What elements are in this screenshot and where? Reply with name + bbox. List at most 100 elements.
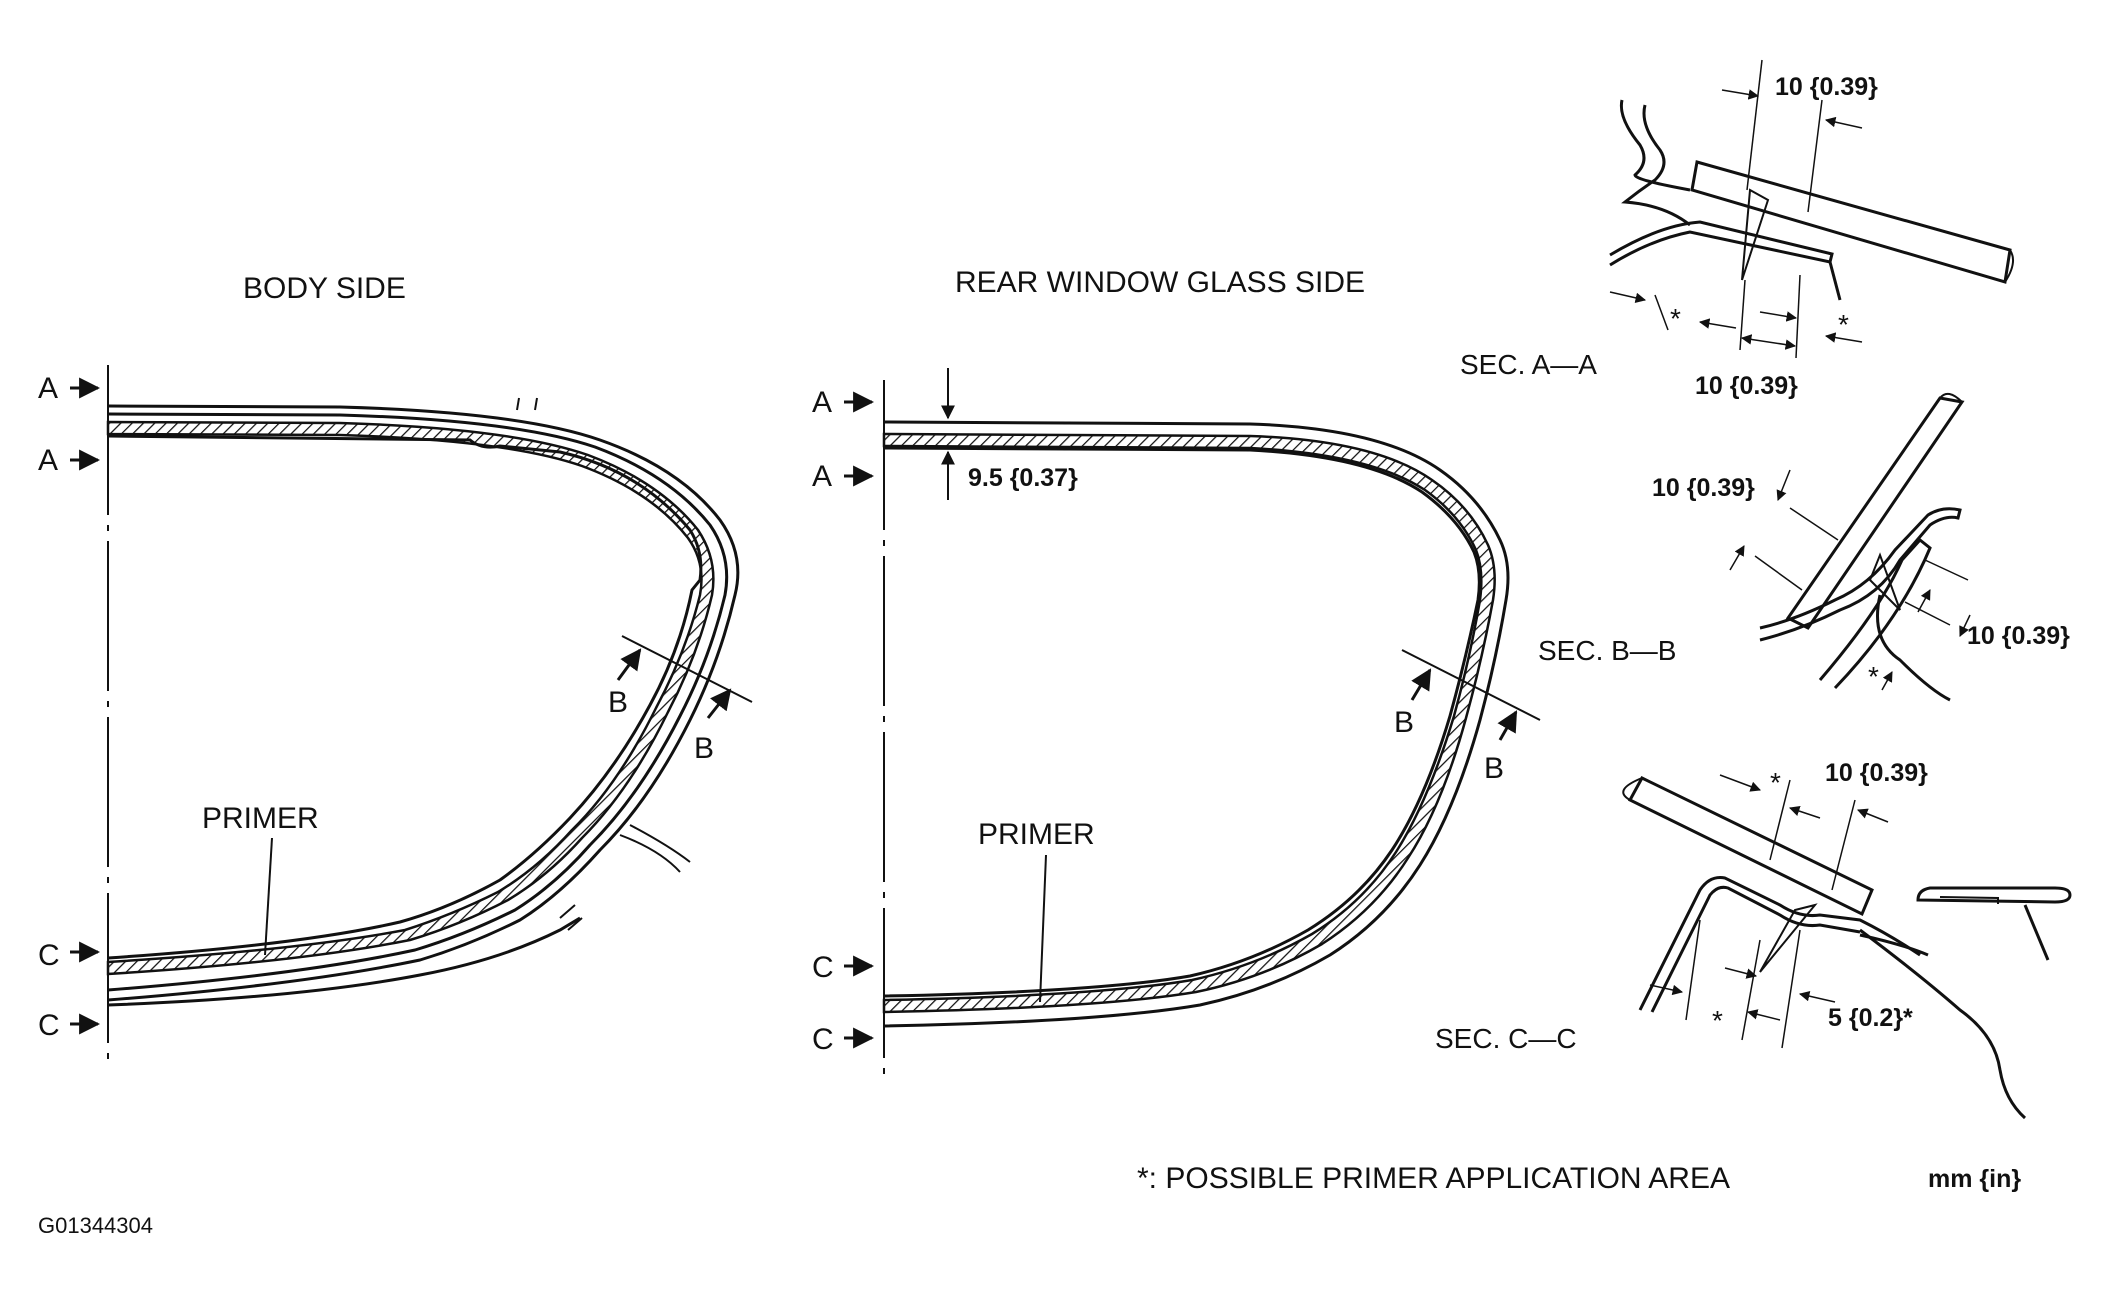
section-b-ext-2 — [1754, 555, 1803, 591]
section-a-ext-2 — [1807, 99, 1823, 213]
section-c-ext-2 — [1831, 799, 1856, 891]
body-b-arrow-left — [616, 648, 642, 681]
glass-primer-label: PRIMER — [978, 818, 1095, 851]
glass-c-mark-bottom: C — [812, 1023, 834, 1056]
body-top-ticks — [516, 397, 538, 411]
section-b-body — [1759, 507, 1962, 642]
section-b-body-3 — [1876, 594, 1951, 702]
section-c-clip-detail — [1939, 896, 1999, 904]
section-c-dim-top: 10 {0.39} — [1825, 759, 1928, 787]
section-b-ext-1 — [1789, 507, 1839, 541]
glass-side-title: REAR WINDOW GLASS SIDE — [955, 266, 1365, 299]
section-c-star-arrow-1 — [1649, 984, 1684, 996]
body-inner-line — [107, 412, 729, 992]
section-a-body-curve — [1621, 104, 1691, 227]
glass-inner-line — [883, 446, 1481, 998]
section-c-body-lip — [1859, 933, 1929, 957]
body-b-mark-right: B — [694, 732, 714, 765]
glass-outer-line — [883, 420, 1510, 1028]
section-b-star: * — [1868, 661, 1879, 692]
section-a-flange — [1609, 220, 1834, 267]
section-a-urethane — [1741, 188, 1770, 281]
body-lower-line — [107, 916, 581, 1007]
glass-b-arrow-right — [1497, 710, 1518, 741]
section-c-title: SEC. C—C — [1435, 1023, 1577, 1054]
section-c-ext-1 — [1769, 779, 1791, 861]
section-a-ext-4 — [1795, 274, 1801, 359]
section-a-ext-1 — [1746, 59, 1763, 191]
glass-c-mark-top: C — [812, 951, 834, 984]
section-a-star-1: * — [1670, 303, 1681, 334]
section-b-title: SEC. B—B — [1538, 635, 1676, 666]
glass-b-mark-left: B — [1394, 706, 1414, 739]
figure-id: G01344304 — [38, 1213, 153, 1238]
section-c-urethane — [1759, 903, 1818, 973]
body-side-drawing: BODY SIDE A A C C B B PRIMER — [38, 272, 753, 1060]
units-label: mm {in} — [1928, 1165, 2021, 1193]
section-b-body-2 — [1818, 537, 1932, 690]
section-a-star-arrow-2 — [1698, 318, 1737, 329]
section-a-star-arrow-1 — [1609, 291, 1647, 304]
section-b-dim-left: 10 {0.39} — [1652, 474, 1755, 502]
legend-note: *: POSSIBLE PRIMER APPLICATION AREA — [1137, 1162, 1730, 1195]
body-primer-leader — [264, 837, 273, 956]
glass-b-arrow-left — [1410, 668, 1432, 701]
section-a-dim-top: 10 {0.39} — [1775, 73, 1878, 101]
section-a-star-arrow-3 — [1759, 311, 1798, 322]
section-b-dim-arrow-3 — [1917, 589, 1931, 613]
glass-primer-band — [882, 432, 1496, 1014]
body-bracket — [619, 824, 691, 873]
section-c-glass — [1627, 776, 1874, 917]
section-c-dim-arrow-4 — [1724, 967, 1758, 979]
section-b-glass — [1785, 396, 1965, 630]
section-c-star-top: * — [1770, 767, 1781, 798]
section-c-star-bottom: * — [1712, 1005, 1723, 1036]
section-b-ext-3 — [1924, 559, 1969, 581]
body-b-mark-left: B — [608, 686, 628, 719]
section-a-flange-end — [1828, 261, 1842, 301]
section-c-clip-leg — [2023, 904, 2050, 961]
body-c-mark-top: C — [38, 939, 60, 972]
section-a-star-2: * — [1838, 309, 1849, 340]
body-primer-label: PRIMER — [202, 802, 319, 835]
section-b-dim-arrow-2 — [1729, 545, 1745, 571]
section-a-body-curve-2 — [1619, 99, 1691, 192]
body-b-arrow-right — [706, 688, 732, 719]
section-c-ext-3 — [1685, 919, 1701, 1021]
section-c-dim-arrow-3 — [1857, 808, 1889, 823]
section-a-dim-arrow-1 — [1721, 89, 1760, 100]
section-c-clip — [1916, 886, 2072, 904]
body-inner-contour — [107, 434, 703, 960]
section-a-glass-break — [2004, 249, 2015, 283]
section-a-dim-arrow-2 — [1824, 116, 1863, 129]
section-c-dim-arrow-2 — [1789, 806, 1821, 819]
section-c-body-lower — [1859, 928, 2027, 1120]
glass-a-mark-top: A — [812, 386, 832, 419]
section-a-dim-bottom: 10 {0.39} — [1695, 372, 1798, 400]
section-c-dim-bottom: 5 {0.2}* — [1828, 1004, 1913, 1032]
section-c-body — [1638, 876, 1921, 1013]
body-a-mark-top: A — [38, 372, 58, 405]
glass-b-section-line — [1401, 649, 1541, 721]
body-lower-tick — [559, 904, 583, 931]
section-a-dim-bottom-line — [1740, 334, 1797, 350]
section-a-a: 10 {0.39} * * 10 {0.39} SEC. A—A — [1460, 59, 2015, 400]
glass-b-mark-right: B — [1484, 752, 1504, 785]
section-a-ext-3 — [1739, 279, 1746, 351]
glass-a-mark-bottom: A — [812, 460, 832, 493]
glass-primer-leader — [1039, 854, 1047, 1003]
section-b-urethane — [1868, 552, 1901, 611]
section-b-ext-4 — [1904, 601, 1951, 626]
section-c-ext-5 — [1781, 929, 1801, 1049]
section-b-dim-right: 10 {0.39} — [1967, 622, 2070, 650]
section-c-c: * 10 {0.39} * 5 {0.2}* SEC. C—C — [1435, 759, 2072, 1120]
glass-dim-9-5: 9.5 {0.37} — [968, 464, 1078, 492]
section-c-glass-break — [1622, 777, 1643, 801]
section-b-b: 10 {0.39} 10 {0.39} * SEC. B—B — [1538, 392, 2070, 702]
body-outer-line — [107, 404, 740, 1002]
section-b-dim-arrow-1 — [1776, 469, 1791, 501]
section-b-glass-break — [1939, 392, 1963, 403]
body-side-title: BODY SIDE — [243, 272, 406, 305]
section-a-ext-5 — [1654, 294, 1669, 331]
